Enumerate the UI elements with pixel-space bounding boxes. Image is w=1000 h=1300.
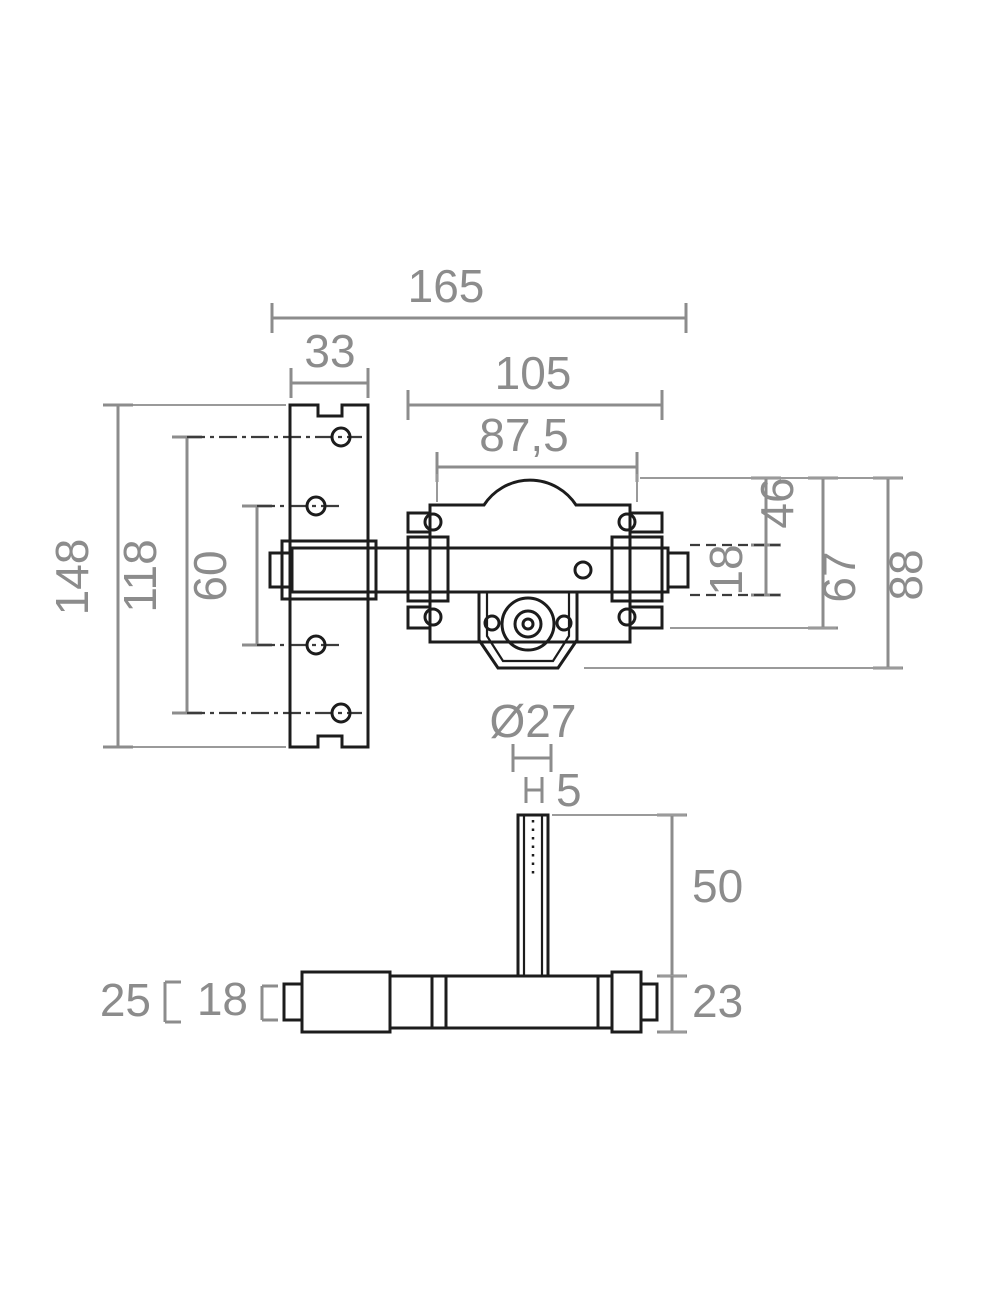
screw-hole [423,607,443,627]
right-extension-lines [584,477,902,669]
cylinder-profile [516,813,550,978]
dim-plate-height-label: 148 [46,539,98,616]
dim-cylinder-diameter-label: Ø27 [490,695,577,747]
bar-left-block [300,970,392,1034]
screw-hole [330,426,352,448]
mounting-plate [288,403,370,749]
body-tabs [406,511,664,630]
body-screw-holes [423,512,637,627]
dim-plate-height: 148 [46,403,286,749]
lock-cylinder [483,596,573,652]
dim-cylinder-diameter: Ø27 [490,695,577,772]
dim-body-height-label: 88 [880,549,932,600]
bar-right-cap [639,982,659,1022]
dim-guide-height-label: 60 [184,550,236,601]
dim-hole-spacing-label: 87,5 [479,409,569,461]
screw-hole [305,634,327,656]
dim-cylinder-length-label: 50 [692,860,743,912]
dim-pin-width: 5 [524,764,582,816]
bolt-right-cap [666,551,690,589]
base-bar [282,970,659,1034]
plate-bolt-guide [280,539,378,601]
screw-hole [617,512,637,532]
escutcheon-screw [483,614,501,632]
screw-hole [423,512,443,532]
dim-body-width: 105 [406,347,664,420]
dim-cap-depth: 25 [100,974,181,1026]
bolt-bar [268,546,690,594]
dim-upper-body-height-label: 46 [751,477,803,528]
dim-block-depth-label: 18 [197,973,248,1025]
dim-hole-spacing-vertical-label: 118 [114,539,166,612]
dim-cap-depth-label: 25 [100,974,151,1026]
dim-overall-width: 165 [270,260,688,333]
dim-base-depth: 23 [657,975,743,1034]
dim-upper-body-and-bolt: 46 18 [700,476,803,597]
bar-right-block [610,970,643,1034]
dim-guide-height: 60 [184,504,272,647]
front-view [187,403,690,749]
dim-lower-body-height: 67 [808,476,865,630]
dim-base-depth-label: 23 [692,975,743,1027]
lock-body [428,478,632,644]
body-guide-blocks [406,535,664,603]
dim-pin-width-label: 5 [556,764,582,816]
screw-hole [305,495,327,517]
dim-plate-width-label: 33 [304,325,355,377]
dimension-annotations: 165 33 105 87,5 [46,260,932,1034]
dim-body-width-label: 105 [495,347,572,399]
dim-plate-width: 33 [289,325,370,398]
dim-overall-width-label: 165 [408,260,485,312]
screw-hole [617,607,637,627]
dim-body-height: 88 [873,476,932,670]
bar-left-cap [282,982,304,1022]
bottom-view [282,813,659,1034]
screw-hole [330,702,352,724]
dim-hole-spacing: 87,5 [435,409,639,502]
bolt-left-cap [268,551,294,589]
plate-screw-holes [305,426,352,724]
dim-lower-body-height-label: 67 [813,551,865,602]
escutcheon-screw [555,614,573,632]
dim-block-depth: 18 [197,973,278,1025]
dim-bolt-height-label: 18 [700,544,752,595]
bolt-hole [573,560,593,580]
dim-cylinder-length: 50 [552,813,743,978]
